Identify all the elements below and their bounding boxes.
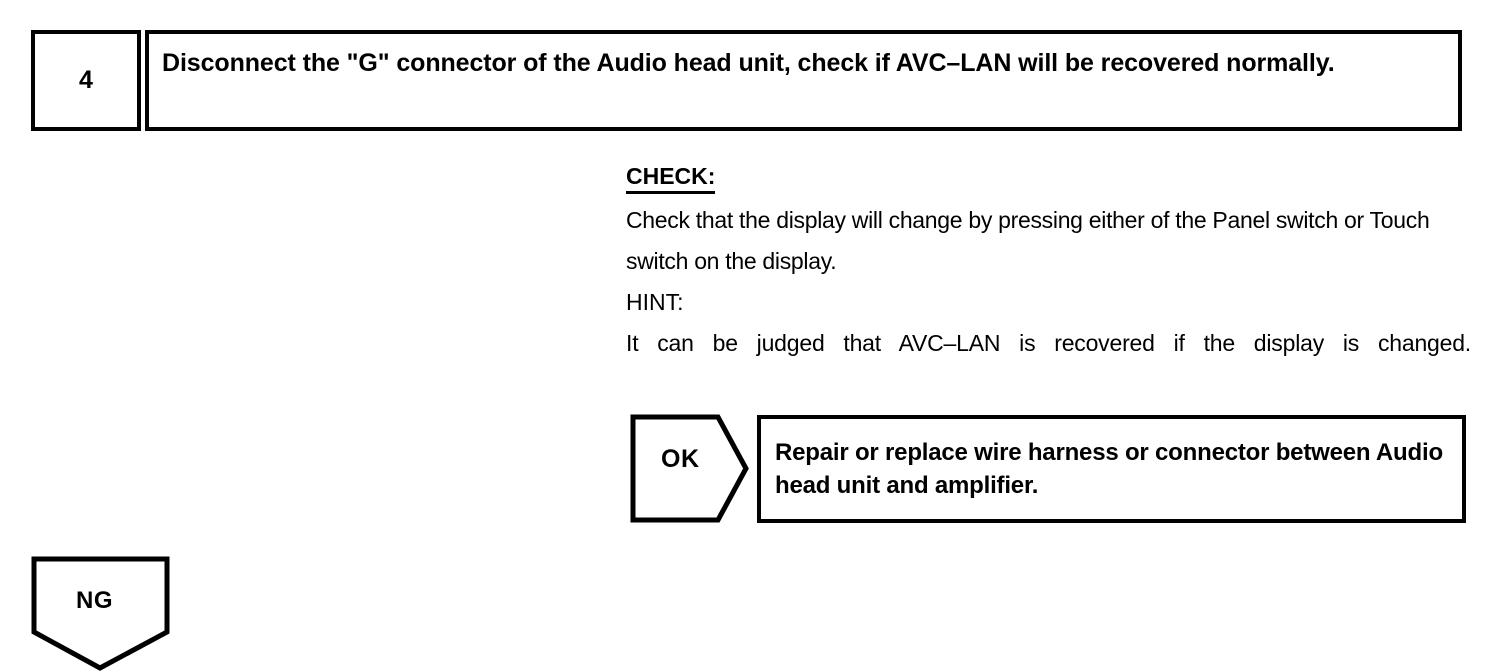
repair-result-text: Repair or replace wire harness or connec… (775, 439, 1443, 499)
repair-result-box: Repair or replace wire harness or connec… (757, 415, 1466, 523)
check-heading-row: CHECK: (626, 162, 1471, 194)
ng-branch-label: NG (76, 587, 113, 614)
step-number: 4 (79, 66, 93, 94)
ng-arrow-pentagon-icon (31, 556, 170, 672)
ok-arrow-pentagon-icon (630, 414, 749, 523)
ng-branch: NG (31, 556, 170, 672)
check-body-text: Check that the display will change by pr… (626, 207, 1430, 274)
step-instruction-text: Disconnect the "G" connector of the Audi… (162, 49, 1335, 77)
notes-block: CHECK: Check that the display will chang… (626, 162, 1471, 405)
step-instruction-box: Disconnect the "G" connector of the Audi… (145, 30, 1462, 131)
hint-heading: HINT: (626, 289, 684, 315)
ok-branch-label: OK (661, 445, 700, 473)
step-row: 4 Disconnect the "G" connector of the Au… (31, 30, 1462, 131)
hint-body-text: It can be judged that AVC–LAN is recover… (626, 330, 1471, 356)
ok-branch: OK Repair or replace wire harness or con… (630, 414, 1466, 524)
step-number-box: 4 (31, 30, 141, 131)
check-heading: CHECK: (626, 162, 716, 194)
